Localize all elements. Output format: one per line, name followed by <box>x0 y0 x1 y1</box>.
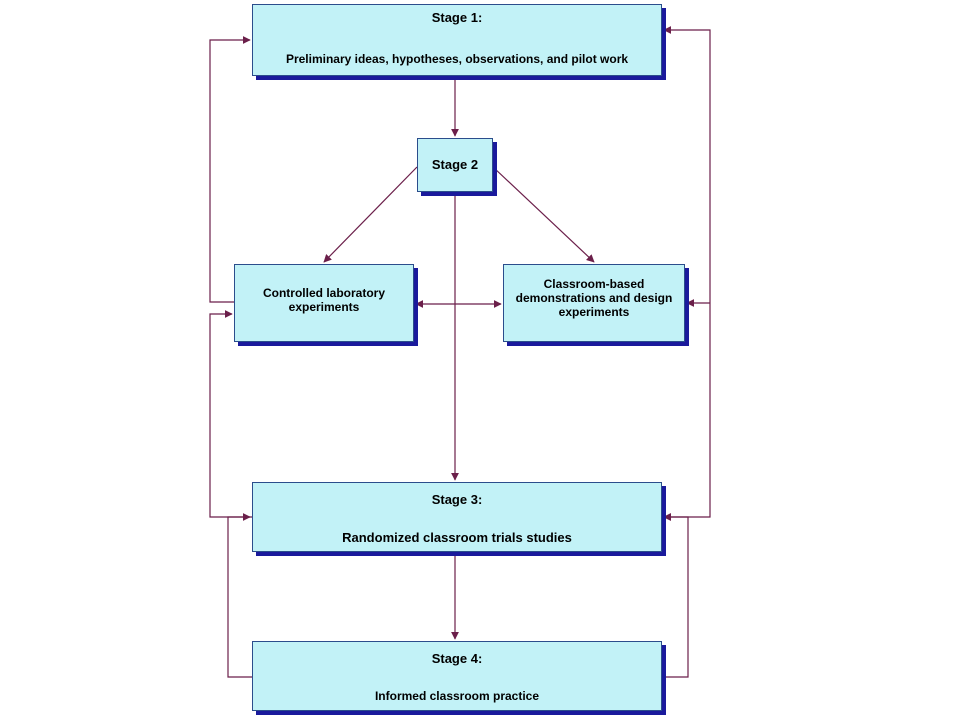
lab-experiments-text: Controlled laboratory experiments <box>262 286 385 314</box>
stage1-title: Stage 1: <box>431 10 483 25</box>
arrow-lab-to-stage1 <box>209 36 251 303</box>
lab-experiments-box: Controlled laboratory experiments <box>234 264 414 342</box>
stage2-box: Stage 2 <box>417 138 493 192</box>
arrow-stage2-to-classroom <box>492 166 595 263</box>
arrow-stage4-to-stage3 <box>227 513 252 678</box>
stage4-box: Stage 4: Informed classroom practice <box>252 641 662 711</box>
classroom-demonstrations-text: Classroom-based demonstrations and desig… <box>515 277 673 319</box>
stage2-title: Stage 2 <box>431 157 479 172</box>
stage3-box: Stage 3: Randomized classroom trials stu… <box>252 482 662 552</box>
stage4-text: Informed classroom practice <box>374 689 540 703</box>
stage3-text: Randomized classroom trials studies <box>342 530 572 545</box>
arrow-stage3-to-lab <box>209 310 252 518</box>
stage4-title: Stage 4: <box>431 651 483 666</box>
stage1-box: Stage 1: Preliminary ideas, hypotheses, … <box>252 4 662 76</box>
stage1-text: Preliminary ideas, hypotheses, observati… <box>285 52 629 66</box>
arrow-stage4-to-stage3-right <box>662 513 689 678</box>
classroom-demonstrations-box: Classroom-based demonstrations and desig… <box>503 264 685 342</box>
arrow-classroom-to-stage1 <box>663 26 711 303</box>
stage3-title: Stage 3: <box>431 492 483 507</box>
arrow-stage2-to-lab <box>323 166 418 263</box>
